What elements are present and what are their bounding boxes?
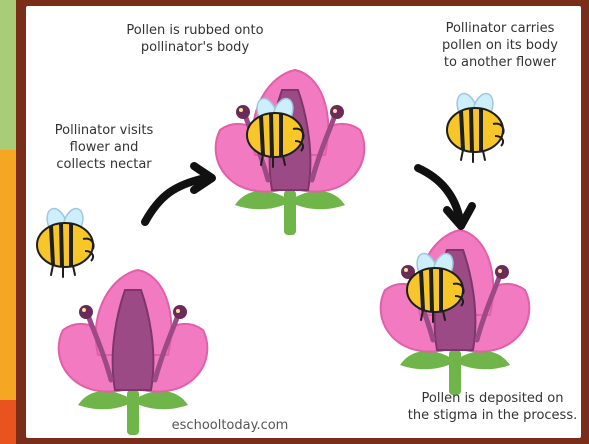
caption-step-4: Pollen is deposited on the stigma in the… (400, 390, 585, 424)
bee-visiting (37, 206, 94, 277)
caption-step-3: Pollinator carries pollen on its body to… (420, 20, 580, 71)
bee-flying (447, 91, 504, 162)
source-credit: eschooltoday.com (150, 418, 310, 433)
flower-visited (59, 270, 208, 435)
caption-step-2: Pollen is rubbed onto pollinator's body (110, 22, 280, 56)
caption-step-1: Pollinator visits flower and collects ne… (34, 122, 174, 173)
flower-target (381, 230, 530, 395)
